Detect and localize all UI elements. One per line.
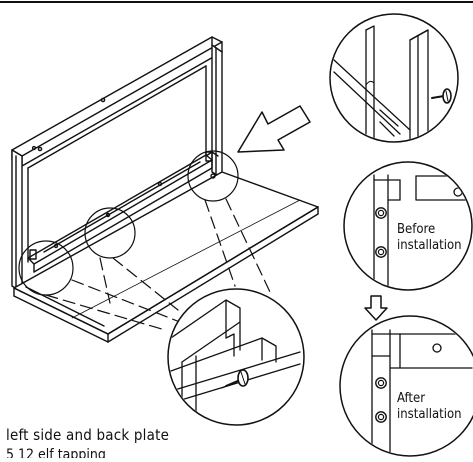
after-label-line-2: installation [397, 407, 462, 422]
before-label-line-2: installation [397, 238, 462, 253]
frame-assembly [11, 36, 319, 343]
zoom-detail-top-right [329, 13, 459, 143]
zoom-detail-after [339, 315, 473, 457]
after-label-line-1: After [397, 391, 426, 406]
caption-line-1: left side and back plate [6, 426, 170, 444]
before-label-line-1: Before [397, 222, 436, 237]
direction-arrow-icon [237, 105, 311, 153]
caption-line-2: 5 12 elf tapping [6, 448, 106, 458]
zoom-detail-bottom [167, 288, 305, 426]
zoom-detail-before [343, 161, 473, 291]
leader-lines [45, 198, 271, 331]
screw-icon [221, 369, 249, 389]
screw-icon [431, 88, 452, 104]
down-arrow-icon [364, 295, 388, 321]
